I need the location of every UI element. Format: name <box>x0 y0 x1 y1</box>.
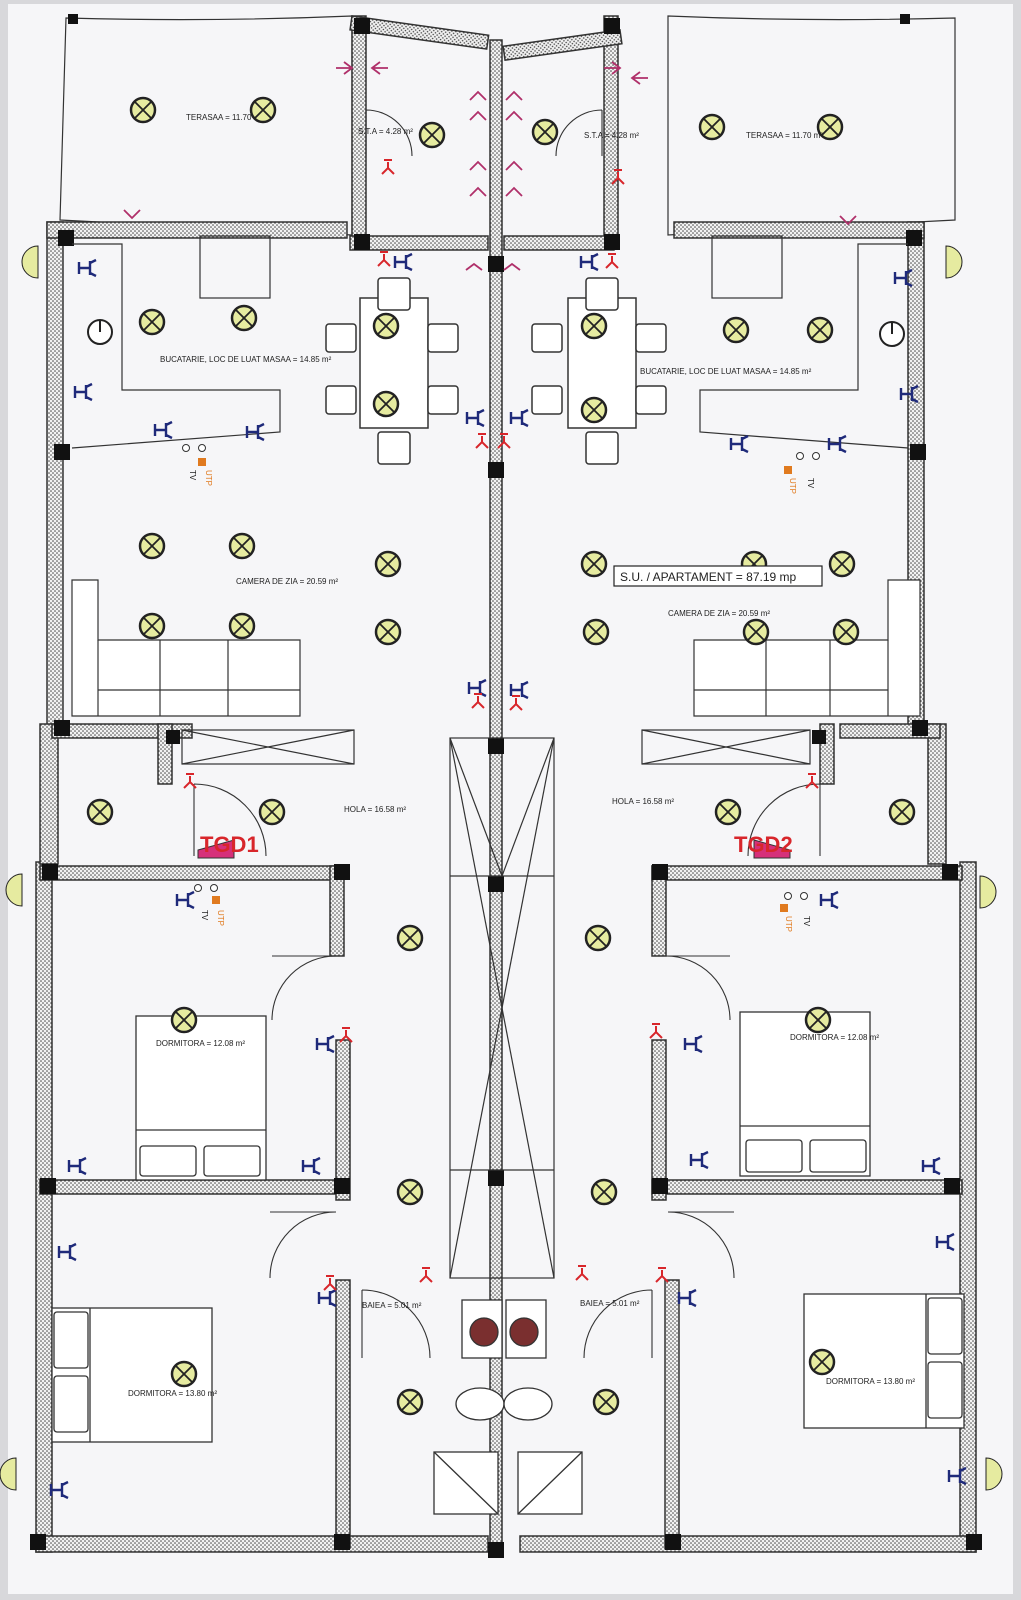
ceiling-light-icon <box>714 798 742 826</box>
ceiling-light-icon <box>138 612 166 640</box>
ceiling-light-icon <box>580 312 608 340</box>
ceiling-light-icon <box>372 312 400 340</box>
ceiling-light-icon <box>138 308 166 336</box>
electrical-panel-icon <box>753 839 791 859</box>
electrical-panel-icon <box>197 839 235 859</box>
tv-outlet-label: TV <box>188 470 197 481</box>
tv-outlet-label: TV <box>200 910 209 921</box>
ceiling-light-icon <box>742 618 770 646</box>
ceiling-light-icon <box>258 798 286 826</box>
utp-outlet-label: UTP <box>784 916 793 932</box>
terrace-label-left: TERASAA = 11.70 <box>186 113 252 122</box>
bedroom-2-label-right: DORMITORA = 13.80 m² <box>826 1377 915 1386</box>
ceiling-light-icon <box>230 304 258 332</box>
tv-outlet-label: TV <box>806 478 815 489</box>
ceiling-light-icon <box>828 550 856 578</box>
bedroom-1-label-left: DORMITORA = 12.08 m² <box>156 1039 245 1048</box>
utp-outlet-label: UTP <box>788 478 797 494</box>
ceiling-light-icon <box>804 1006 832 1034</box>
ceiling-light-icon <box>228 612 256 640</box>
tv-cabinets <box>181 729 811 765</box>
door-swings <box>193 109 821 1359</box>
ceiling-light-icon <box>396 924 424 952</box>
bed-bedroom-1-left <box>135 1015 267 1181</box>
ceiling-light-icon <box>374 618 402 646</box>
ceiling-light-icon <box>531 118 559 146</box>
kitchen-label-left: BUCATARIE, LOC DE LUAT MASAA = 14.85 m² <box>160 355 332 364</box>
sta-label-left: S.T.A = 4.28 m² <box>358 127 413 136</box>
ceiling-light-icon <box>418 121 446 149</box>
kitchen-label-right: BUCATARIE, LOC DE LUAT MASAA = 14.85 m² <box>640 367 812 376</box>
ceiling-light-icon <box>722 316 750 344</box>
hall-label-right: HOLA = 16.58 m² <box>612 797 674 806</box>
ceiling-light-icon <box>138 532 166 560</box>
bedroom-2-label-left: DORMITORA = 13.80 m² <box>128 1389 217 1398</box>
ceiling-light-icon <box>86 798 114 826</box>
ceiling-light-icon <box>372 390 400 418</box>
bathroom-label-left: BAIEA = 5.01 m² <box>362 1301 422 1310</box>
ceiling-light-icon <box>396 1178 424 1206</box>
bedroom-1-label-right: DORMITORA = 12.08 m² <box>790 1033 879 1042</box>
living-room-label-right: CAMERA DE ZIA = 20.59 m² <box>668 609 770 618</box>
room-labels-left: TERASAA = 11.70 S.T.A = 4.28 m² BUCATARI… <box>128 113 422 1398</box>
ceiling-light-icon <box>888 798 916 826</box>
ceiling-light-icon <box>806 316 834 344</box>
panel-label-right: TGD2 <box>734 832 793 857</box>
ceiling-light-icon <box>374 550 402 578</box>
ceiling-light-icon <box>228 532 256 560</box>
kitchen-counters <box>71 235 909 449</box>
room-labels-right: TERASAA = 11.70 m² S.T.A = 4.28 m² BUCAT… <box>580 131 915 1386</box>
ceiling-light-icon <box>396 1388 424 1416</box>
ceiling-light-icon <box>590 1178 618 1206</box>
terrace-sockets <box>123 61 857 271</box>
electrical-panels <box>197 839 791 859</box>
ceiling-light-icon <box>832 618 860 646</box>
ceiling-light-icon <box>129 96 157 124</box>
kitchen-outlet-symbols <box>87 319 905 347</box>
structural-columns <box>30 14 982 1558</box>
ceiling-light-icon <box>170 1006 198 1034</box>
utp-outlet-label: UTP <box>204 470 213 486</box>
ceiling-light-icon <box>580 396 608 424</box>
ceiling-light-icon <box>592 1388 620 1416</box>
living-room-label-left: CAMERA DE ZIA = 20.59 m² <box>236 577 338 586</box>
ceiling-light-icon <box>584 924 612 952</box>
ceiling-light-icon <box>582 618 610 646</box>
bed-bedroom-1-right <box>739 1011 871 1177</box>
ceiling-light-icon <box>170 1360 198 1388</box>
bathroom-fixtures <box>433 1299 583 1515</box>
sofa-right <box>693 579 921 717</box>
ceiling-light-icon <box>249 96 277 124</box>
utp-outlet-label: UTP <box>216 910 225 926</box>
central-shaft <box>449 737 555 1279</box>
sofa-left <box>71 579 301 717</box>
ceiling-light-icon <box>698 113 726 141</box>
hall-label-left: HOLA = 16.58 m² <box>344 805 406 814</box>
sta-label-right: S.T.A = 4.28 m² <box>584 131 639 140</box>
ceiling-light-icon <box>808 1348 836 1376</box>
tv-outlet-label: TV <box>802 916 811 927</box>
bathroom-label-right: BAIEA = 5.01 m² <box>580 1299 640 1308</box>
terrace-label-right: TERASAA = 11.70 m² <box>746 131 823 140</box>
surface-area-box: S.U. / APARTAMENT = 87.19 mp <box>613 565 823 587</box>
panel-label-left: TGD1 <box>200 832 259 857</box>
wall-light-icon <box>0 1457 17 1491</box>
ceiling-light-icon <box>580 550 608 578</box>
tv-utp-outlets <box>182 444 820 912</box>
surface-area-label: S.U. / APARTAMENT = 87.19 mp <box>620 570 797 584</box>
